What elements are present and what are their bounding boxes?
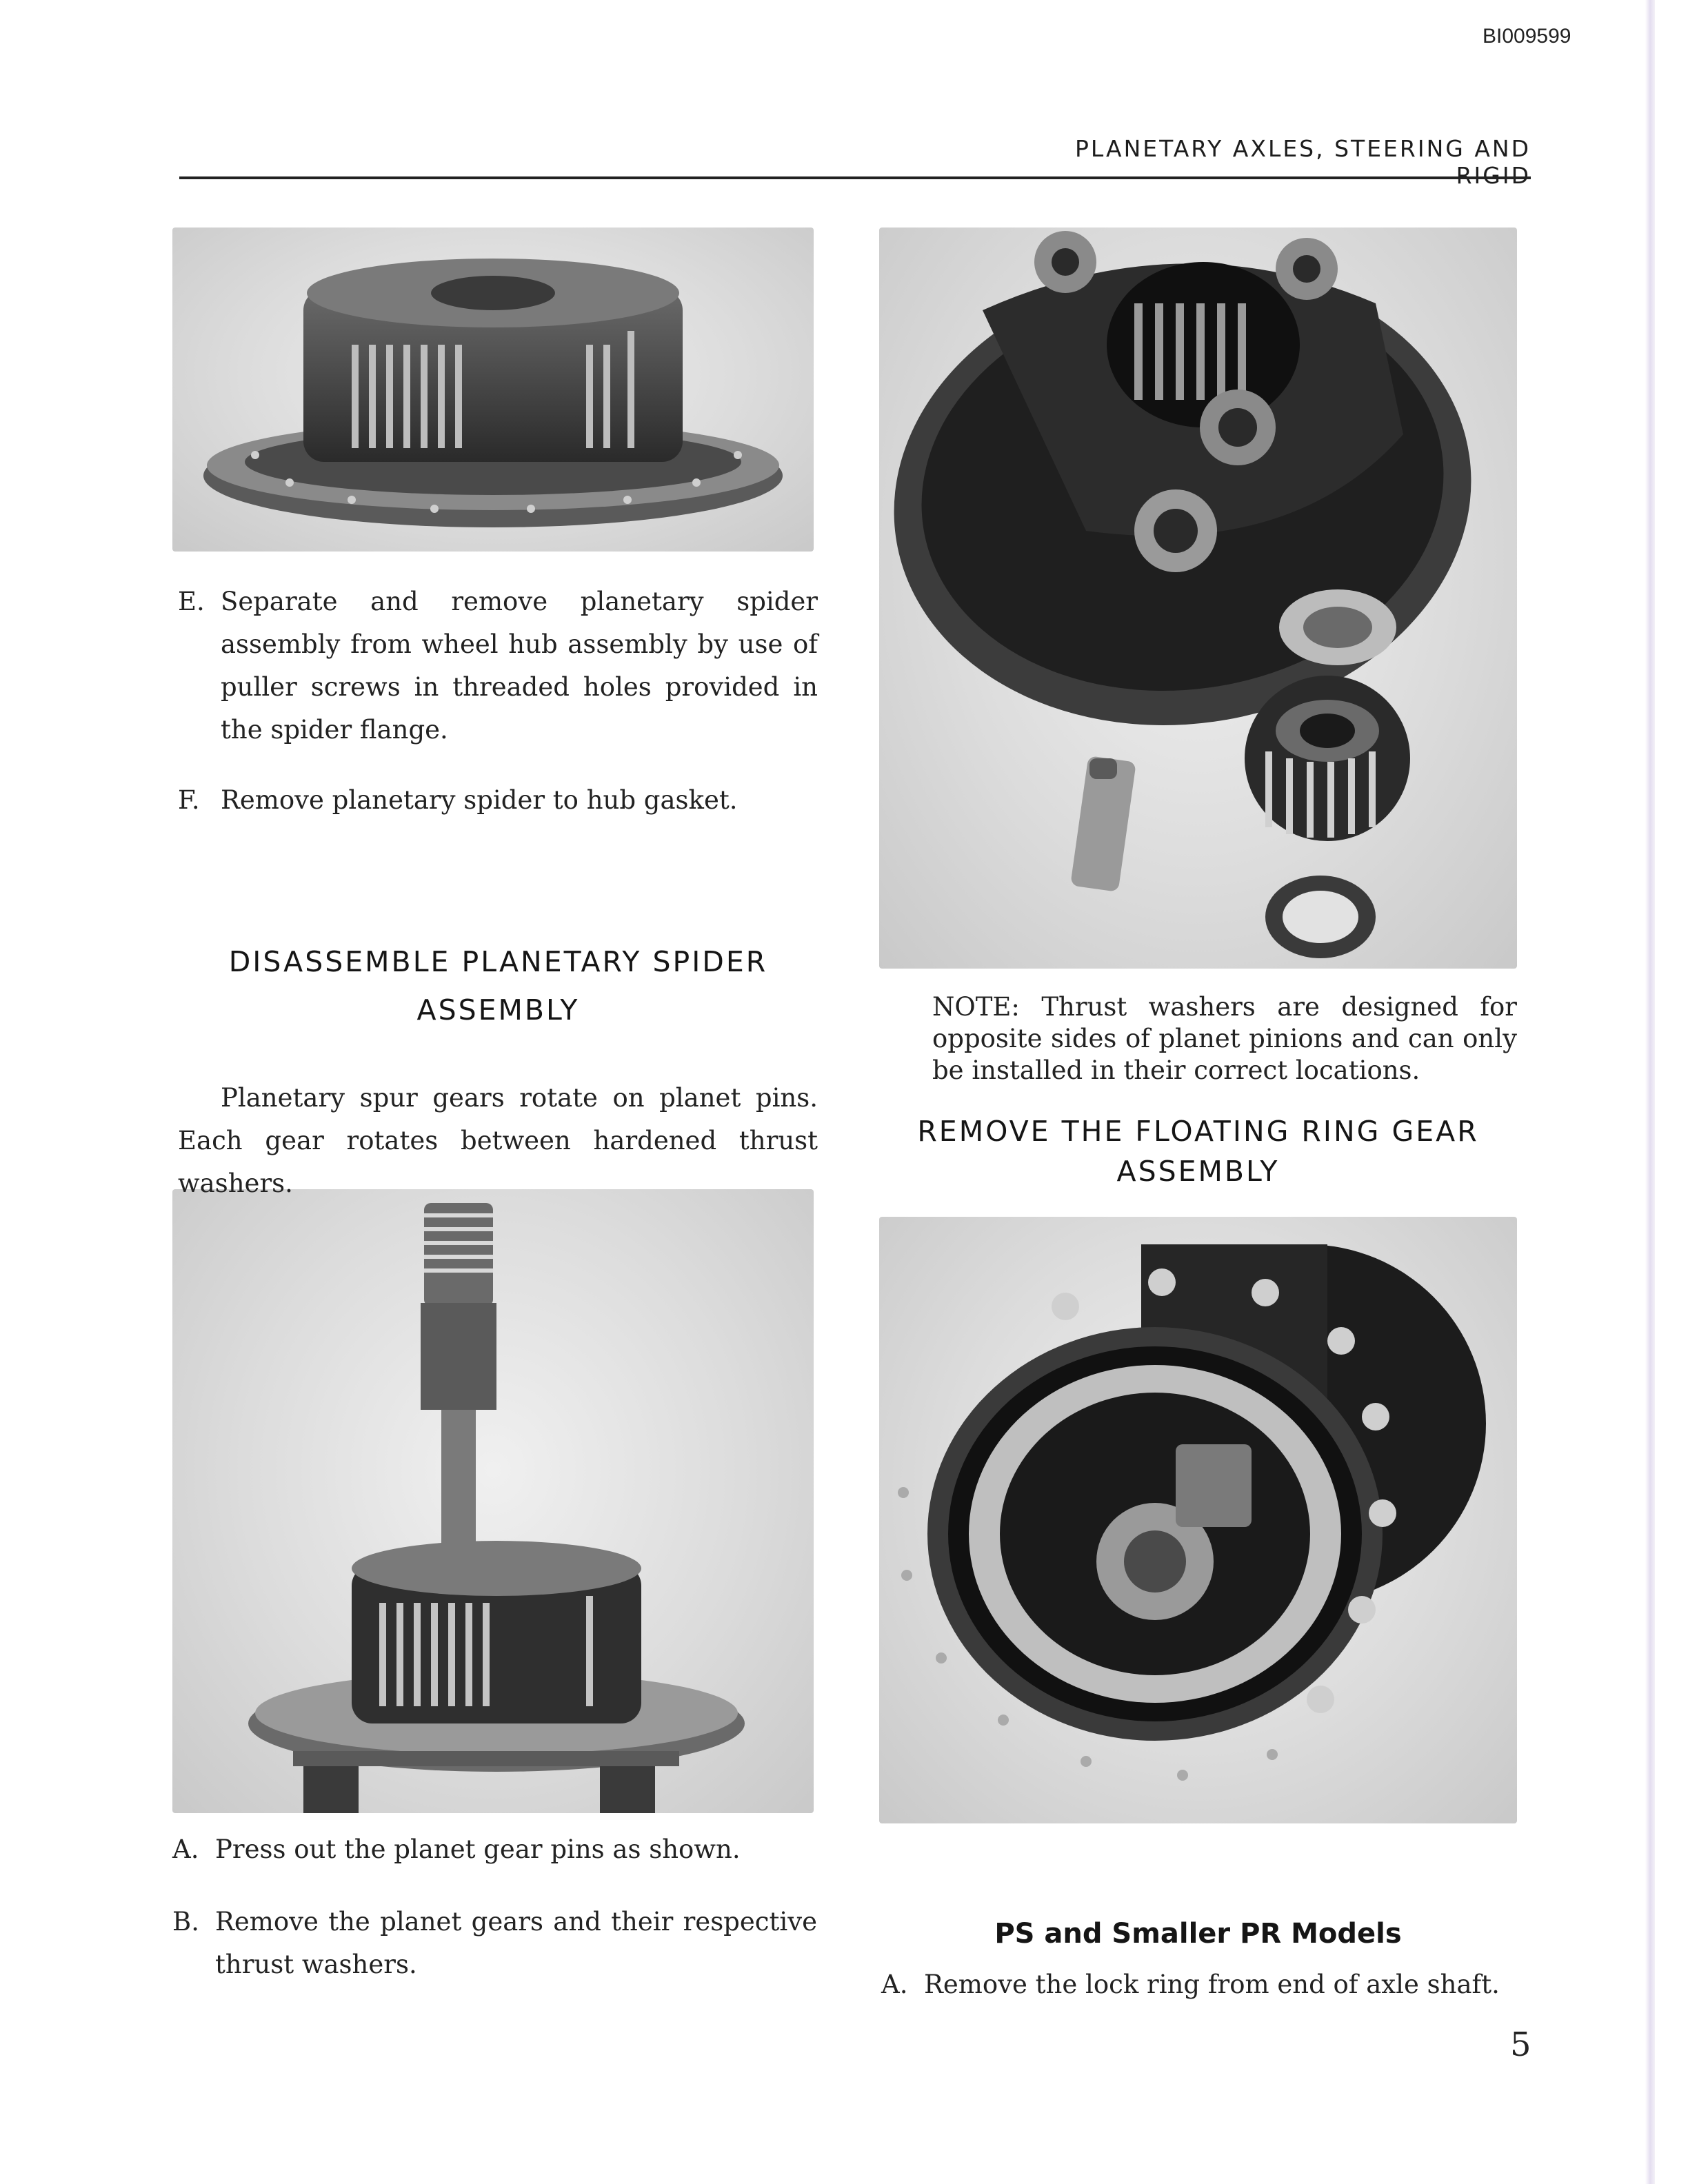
heading-ring-gear-line1: REMOVE THE FLOATING RING GEAR (917, 1115, 1479, 1148)
step-a-left-text: Press out the planet gear pins as shown. (215, 1834, 741, 1864)
photo-press-pins (172, 1189, 814, 1813)
step-b-left-letter: B. (172, 1907, 199, 1937)
running-head: PLANETARY AXLES, STEERING AND RIGID (1074, 135, 1531, 189)
document-id: BI009599 (1483, 25, 1571, 48)
step-f-text: Remove planetary spider to hub gasket. (221, 785, 738, 815)
photo-spider-assembly (172, 228, 814, 552)
heading-ring-gear-line2: ASSEMBLY (1116, 1155, 1280, 1188)
step-a-left: A. Press out the planet gear pins as sho… (172, 1828, 817, 1871)
heading-disassemble-line2: ASSEMBLY (416, 993, 580, 1027)
step-e-text: Separate and remove planetary spider ass… (221, 587, 818, 745)
heading-disassemble-spider: DISASSEMBLE PLANETARY SPIDER ASSEMBLY (172, 938, 824, 1034)
thrust-washer-note: NOTE: Thrust washers are designed for op… (932, 992, 1517, 1085)
header-rule (179, 176, 1531, 179)
step-a-right-letter: A. (881, 1970, 908, 1999)
page-number: 5 (1510, 2025, 1531, 2064)
step-b-left-text: Remove the planet gears and their respec… (215, 1907, 817, 1979)
step-a-right: A. Remove the lock ring from end of axle… (881, 1963, 1526, 2006)
subheading-ps-models: PS and Smaller PR Models (994, 1918, 1402, 1950)
step-a-left-letter: A. (172, 1834, 199, 1864)
step-a-right-text: Remove the lock ring from end of axle sh… (924, 1970, 1500, 1999)
scan-edge (1645, 0, 1655, 2184)
intro-paragraph: Planetary spur gears rotate on planet pi… (178, 1083, 818, 1198)
step-b-left: B. Remove the planet gears and their res… (172, 1901, 817, 1986)
step-e: E. Separate and remove planetary spider … (178, 580, 818, 751)
photo-exploded-spider (879, 228, 1517, 969)
step-f-letter: F. (178, 785, 200, 815)
photo-ring-gear (879, 1217, 1517, 1823)
heading-remove-ring-gear: REMOVE THE FLOATING RING GEAR ASSEMBLY (879, 1111, 1517, 1191)
step-e-letter: E. (178, 587, 205, 616)
heading-disassemble-line1: DISASSEMBLE PLANETARY SPIDER (228, 945, 768, 978)
step-f: F. Remove planetary spider to hub gasket… (178, 779, 818, 822)
